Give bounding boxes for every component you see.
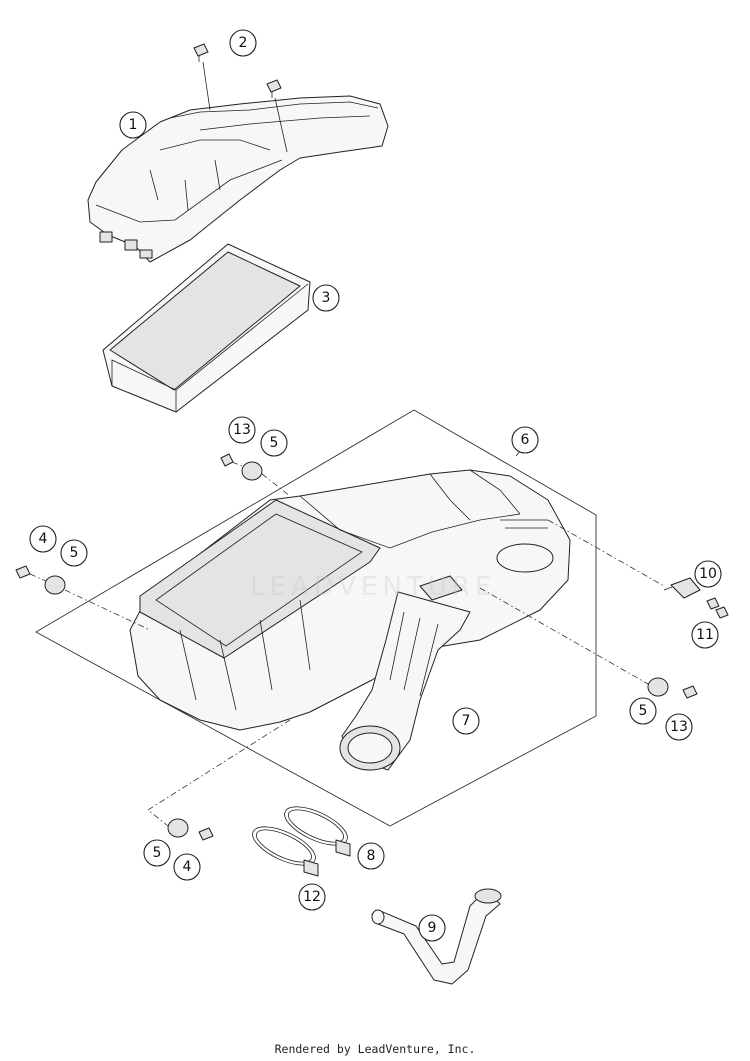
svg-text:5: 5 (153, 845, 162, 861)
part-10-11-sensor (547, 519, 729, 619)
callout-8: 8 (357, 842, 385, 870)
svg-text:11: 11 (696, 627, 714, 643)
footer-credit: Rendered by LeadVenture, Inc. (274, 1042, 476, 1056)
callout-6: 6 (511, 426, 539, 454)
callout-5-top: 5 (260, 429, 288, 457)
callout-3: 3 (312, 284, 340, 312)
callout-4-left: 4 (29, 525, 57, 553)
svg-text:13: 13 (233, 422, 251, 438)
svg-text:5: 5 (270, 435, 279, 451)
callout-13-right: 13 (665, 713, 693, 741)
callout-12: 12 (298, 883, 326, 911)
callout-1: 1 (119, 111, 147, 139)
part-13-5-upper-grommet (220, 453, 291, 497)
svg-text:5: 5 (70, 545, 79, 561)
callout-2: 2 (229, 29, 257, 57)
callout-11: 11 (691, 621, 719, 649)
part-5-4-lower-grommet (147, 719, 291, 841)
svg-text:9: 9 (428, 920, 437, 936)
svg-text:7: 7 (462, 713, 471, 729)
callout-5-left: 5 (60, 539, 88, 567)
svg-text:5: 5 (639, 703, 648, 719)
svg-text:13: 13 (670, 719, 688, 735)
part-9-breather-hose (371, 888, 502, 985)
callout-5-right: 5 (629, 697, 657, 725)
part-5-13-right-grommet (479, 587, 698, 699)
callout-13-top: 13 (228, 416, 256, 444)
part-3-air-filter (102, 243, 311, 413)
svg-text:1: 1 (129, 117, 138, 133)
callout-4-bottom: 4 (173, 853, 201, 881)
svg-text:4: 4 (39, 531, 48, 547)
part-8-12-hose-clamps (252, 806, 351, 877)
part-6-air-filter-box (35, 409, 597, 827)
callout-9: 9 (418, 914, 446, 942)
svg-text:12: 12 (303, 889, 321, 905)
part-1-filter-box-cover (87, 95, 389, 263)
svg-text:10: 10 (699, 566, 717, 582)
svg-text:4: 4 (183, 859, 192, 875)
watermark: LEADVENTURE (250, 572, 497, 602)
callout-5-bottom: 5 (143, 839, 171, 867)
part-7-intake-manifold (339, 591, 471, 771)
callout-7: 7 (452, 707, 480, 735)
svg-text:3: 3 (322, 290, 331, 306)
svg-text:8: 8 (367, 848, 376, 864)
svg-text:2: 2 (239, 35, 248, 51)
part-2-screws (193, 43, 288, 153)
svg-text:6: 6 (521, 432, 530, 448)
callout-10: 10 (694, 560, 722, 588)
part-4-5-left-grommet (15, 565, 151, 631)
